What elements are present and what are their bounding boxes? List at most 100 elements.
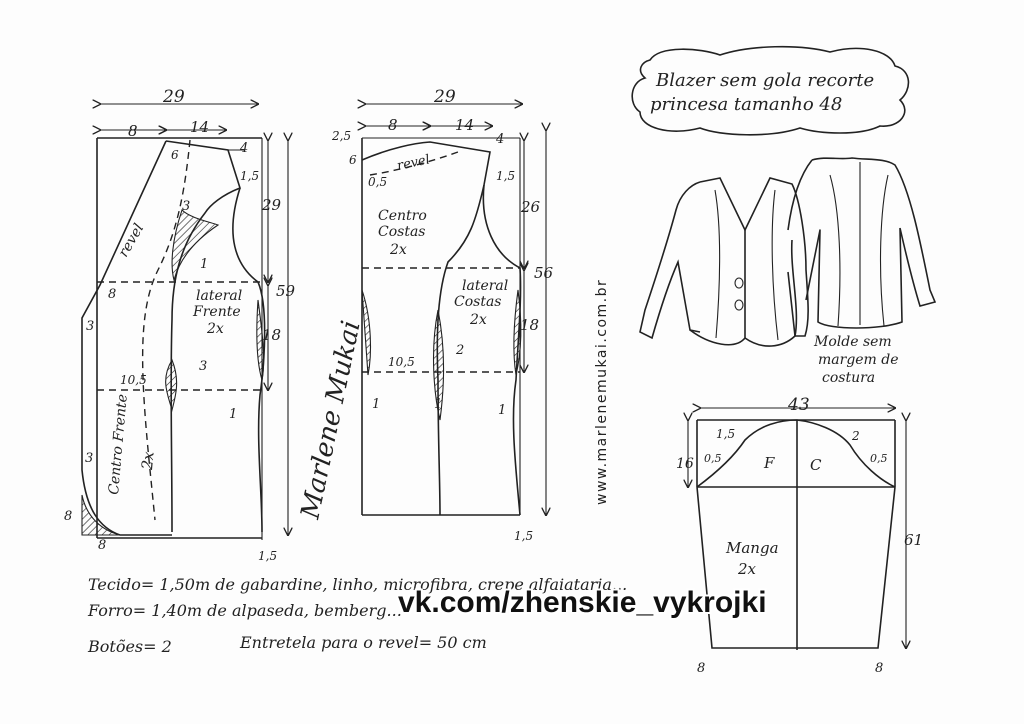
jacket-front-hem-right [744,239,798,347]
front-mark-8-h: 8 [98,538,106,553]
front-revel-line [141,139,191,521]
back-centro-l1: Centro [378,208,427,224]
jacket-sketch: Molde sem margem de costura [639,157,937,386]
back-height-56: 56 [534,264,554,282]
front-mark-1: 1 [200,257,208,272]
back-seg-14: 14 [455,116,474,134]
front-mark-8: 8 [108,287,116,302]
note-interfacing: Entretela para o revel= 50 cm [239,633,487,652]
back-height-18: 18 [520,316,539,334]
front-centro-label: Centro Frente [106,393,131,495]
jacket-note-l2: margem de [818,352,899,368]
back-mark-15-bottom: 1,5 [514,529,533,543]
title-cloud: Blazer sem gola recorte princesa tamanho… [631,45,910,136]
back-lateral-l3: 2x [469,312,487,328]
sleeve-f: F [763,454,775,472]
jacket-button-1 [734,277,744,289]
back-height-26: 26 [520,198,541,216]
jacket-front-left-sleeve [639,181,701,340]
front-mark-3-bottom: 3 [85,451,93,466]
jacket-back-princess-l [829,174,841,327]
sleeve-mark-05-r: 0,5 [870,452,888,465]
front-neck-6: 6 [171,148,179,162]
front-mark-3-waist: 3 [199,359,207,374]
signature: Marlene Mukai [295,318,366,522]
title-line-1: Blazer sem gola recorte [655,70,874,91]
sleeve-piece: 43 16 61 1,5 2 0,5 0,5 F C Manga 2x 8 8 [676,395,923,676]
sleeve-mark-05-l: 0,5 [704,452,722,465]
watermark-text: vk.com/zhenskie_vykrojki [398,586,767,619]
watermark: vk.com/zhenskie_vykrojki [398,586,858,632]
front-mark-8-v: 8 [64,509,72,524]
back-mark-1b: 1 [434,397,442,412]
front-center-line [81,140,172,536]
back-hatch-princess [433,309,445,421]
sleeve-c: C [810,456,822,474]
back-mark-105: 10,5 [388,355,415,369]
title-line-2: princesa tamanho 48 [650,94,842,115]
back-revel-label: revel [396,152,432,174]
back-armhole-15: 1,5 [496,169,515,183]
back-mark-1c: 1 [498,403,506,418]
sleeve-length-61: 61 [904,531,923,549]
front-mark-105: 10,5 [120,373,147,387]
back-width-29: 29 [433,87,456,107]
front-lateral-l1: lateral [196,288,242,304]
front-seg-14: 14 [190,118,209,136]
sleeve-body [696,486,896,649]
jacket-button-2 [734,299,744,311]
note-lining: Forro= 1,40m de alpaseda, bemberg... [87,601,402,620]
front-armhole-15: 1,5 [240,169,259,183]
note-buttons: Botões= 2 [87,637,172,656]
sleeve-mark-2: 2 [851,429,860,443]
front-mark-15-bottom: 1,5 [258,549,277,563]
back-lateral-l1: lateral [462,278,508,294]
sleeve-width-43: 43 [787,395,810,415]
jacket-back-princess-r [879,174,889,327]
front-mark-1-low: 1 [229,407,237,422]
jacket-back-left-sleeve [787,159,813,231]
front-centro-2x: 2x [138,450,158,471]
title-cloud-outline [631,45,910,136]
sleeve-mark-15: 1,5 [716,427,735,441]
jacket-front-hem-left [689,230,746,346]
front-shoulder-4: 4 [239,141,248,156]
back-piece: 29 8 14 26 56 18 2,5 6 0,5 4 1,5 revel C… [331,87,554,543]
sleeve-label-l1: Manga [725,539,779,557]
back-centro-l2: Costas [378,224,425,240]
front-height-59: 59 [276,282,296,300]
back-princess-seam [361,141,491,516]
front-hatch-side [256,299,265,381]
front-height-18: 18 [262,326,281,344]
back-shoulder-4: 4 [495,132,504,147]
sleeve-bottom-8-l: 8 [697,661,705,676]
back-seg-8: 8 [388,116,398,134]
note-fabric: Tecido= 1,50m de gabardine, linho, micro… [88,575,627,594]
back-mark-05: 0,5 [368,175,387,189]
front-princess-seam [165,140,241,533]
back-lateral-l2: Costas [454,294,501,310]
front-mark-3-side: 3 [86,319,94,334]
back-centro-l3: 2x [389,242,407,258]
sleeve-bottom-8-r: 8 [875,661,883,676]
front-lateral-l2: Frente [192,304,241,320]
fabric-notes: Tecido= 1,50m de gabardine, linho, micro… [87,575,627,656]
jacket-note-l3: costura [822,370,875,386]
back-mark-1a: 1 [372,397,380,412]
jacket-note-l1: Molde sem [813,334,892,350]
front-hatch-waist [165,358,178,413]
front-seg-8: 8 [128,122,138,140]
front-mark-3: 3 [182,199,190,214]
jacket-front-princess-r [771,189,779,341]
front-lateral-l3: 2x [206,321,224,337]
front-hatch-upper [171,208,220,283]
sleeve-cap-16: 16 [676,456,694,472]
front-piece: 29 8 14 29 59 18 6 4 1,5 3 [64,87,296,563]
sleeve-label-l2: 2x [737,560,757,578]
front-height-29: 29 [261,196,282,214]
back-hatch-center [361,289,372,376]
front-hatch-corner [81,494,121,536]
jacket-back-body [805,157,937,329]
